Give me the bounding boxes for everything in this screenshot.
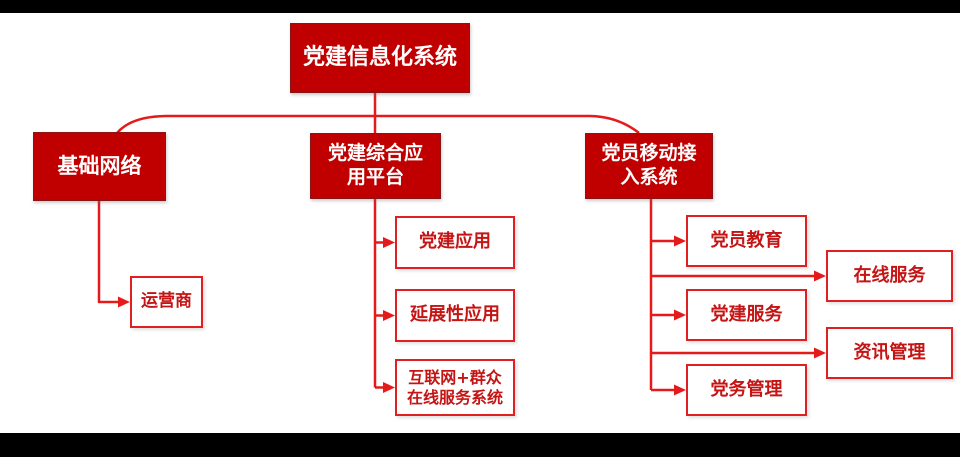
node-party-admin: 党务管理 [686,364,807,416]
edge-root-rail [116,114,640,134]
node-extensible-app: 延展性应用 [395,289,515,342]
node-online-service: 在线服务 [826,250,953,302]
node-application-platform: 党建综合应 用平台 [310,133,441,199]
node-operator: 运营商 [130,276,203,328]
node-mobile-access-system: 党员移动接 入系统 [585,133,713,199]
top-black-bar [0,0,960,13]
node-member-education: 党员教育 [686,215,807,267]
node-internet-mass-service: 互联网+群众 在线服务系统 [395,359,515,416]
node-info-management: 资讯管理 [826,327,953,379]
bottom-black-bar [0,433,960,457]
node-basic-network: 基础网络 [33,132,166,201]
node-party-building-app: 党建应用 [395,216,515,269]
edge-network-operator [97,201,118,304]
node-root-system: 党建信息化系统 [290,23,470,93]
node-party-service: 党建服务 [686,289,807,341]
